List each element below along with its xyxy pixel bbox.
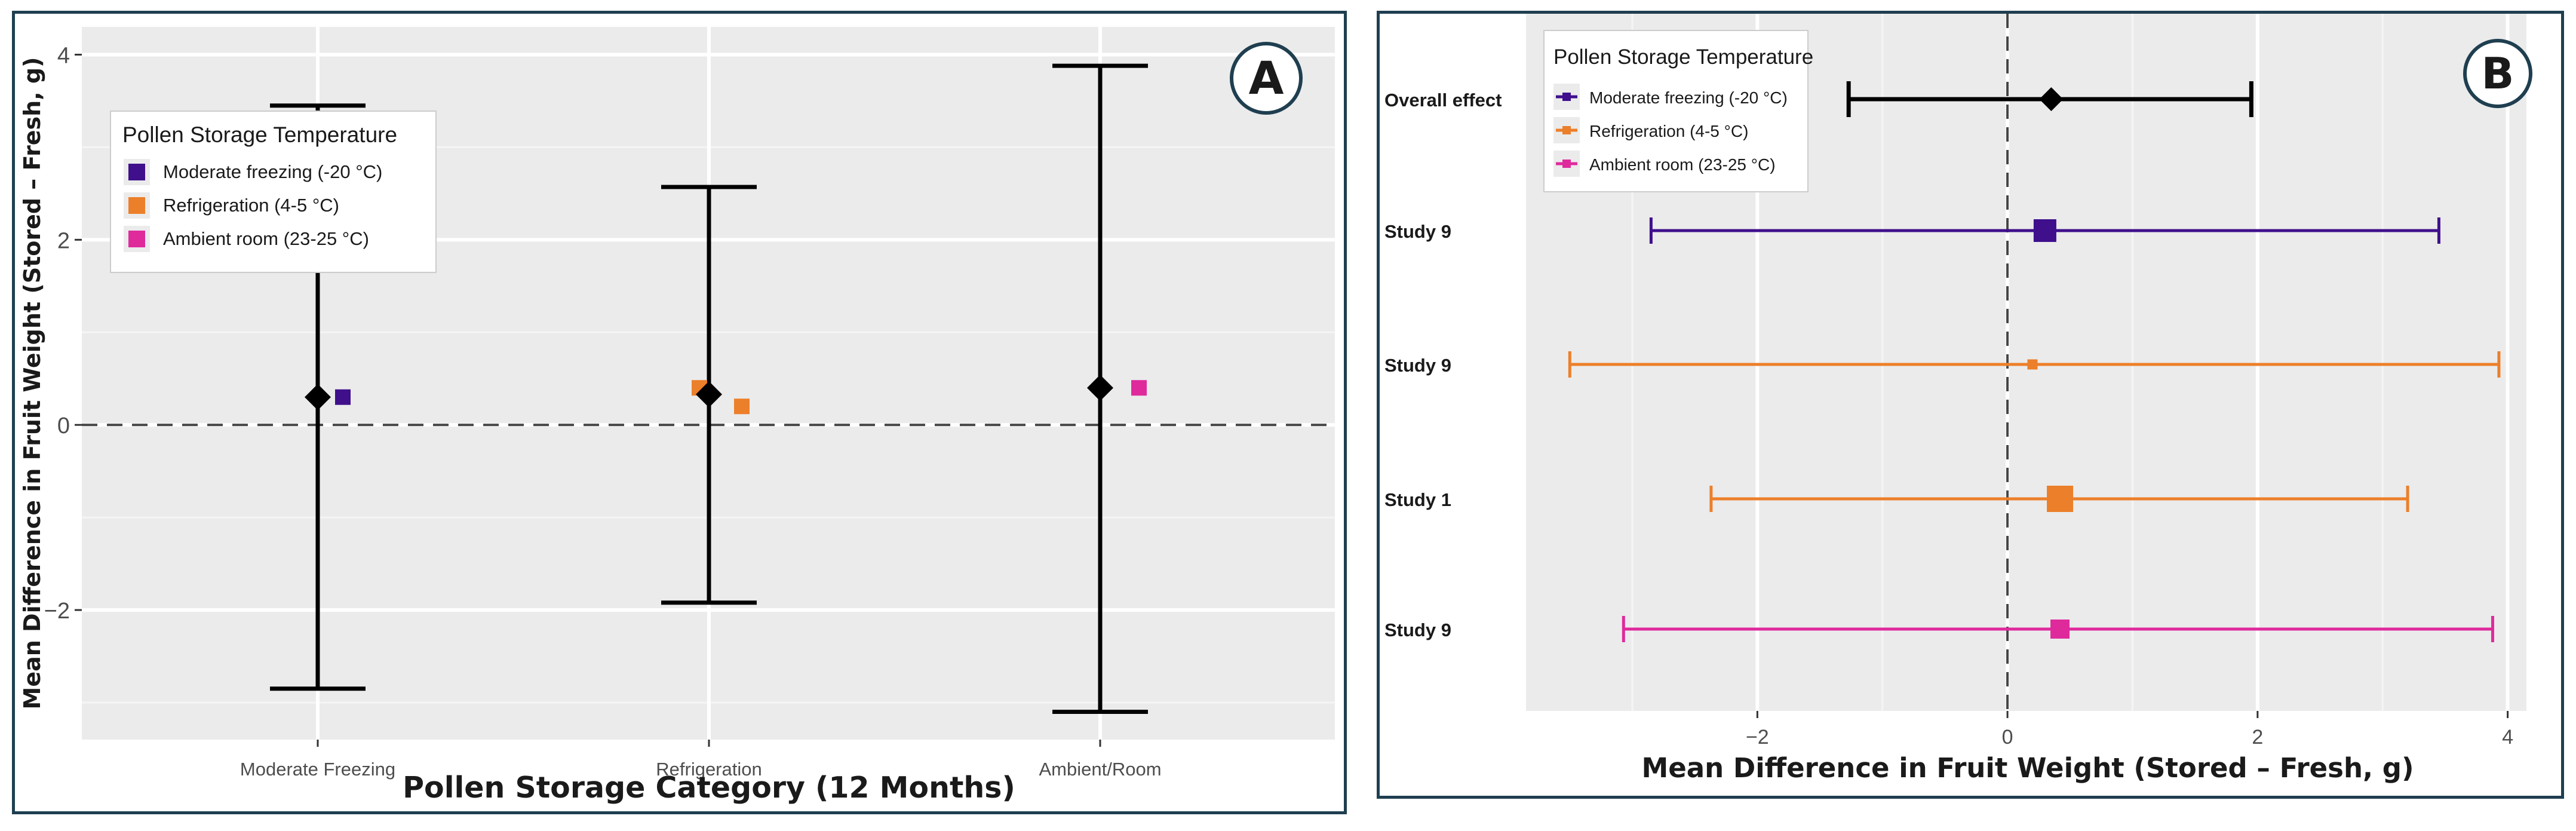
legend-entry-label: Ambient room (23-25 °C)	[1589, 155, 1776, 174]
panel-label: B	[2482, 48, 2514, 99]
panel-badge	[1230, 42, 1303, 115]
x-tick-label: Ambient/Room	[1039, 759, 1161, 780]
pooled-estimate-diamond	[696, 381, 722, 408]
x-axis-title: Mean Difference in Fruit Weight (Stored …	[1641, 752, 2414, 784]
legend-entry-label: Moderate freezing (-20 °C)	[1589, 88, 1788, 107]
x-tick-label: 2	[2252, 726, 2263, 749]
y-axis-title: Mean Difference in Fruit Weight (Stored …	[19, 57, 45, 710]
y-tick-label: 0	[57, 413, 70, 439]
legend-swatch	[1562, 160, 1571, 168]
legend-entry-label: Refrigeration (4-5 °C)	[163, 195, 339, 216]
pooled-estimate-diamond	[1087, 375, 1113, 401]
study-estimate-square	[2050, 620, 2070, 639]
legend-box	[1543, 30, 1809, 192]
row-label: Study 1	[1384, 489, 1451, 510]
x-tick-label: Moderate Freezing	[240, 759, 395, 780]
y-tick-label: 4	[57, 43, 70, 68]
legend-swatch	[1562, 126, 1571, 134]
study-point	[335, 389, 351, 405]
x-tick-label: 0	[2002, 726, 2013, 749]
panel-label: A	[1249, 51, 1284, 105]
legend-swatch	[128, 231, 145, 247]
row-label: Study 9	[1384, 620, 1451, 640]
legend-box	[110, 111, 437, 273]
study-point	[1131, 380, 1147, 396]
legend-title: Pollen Storage Temperature	[122, 122, 397, 147]
y-tick-label: −2	[44, 599, 70, 624]
legend-entry-label: Refrigeration (4-5 °C)	[1589, 122, 1748, 140]
row-label: Overall effect	[1384, 90, 1502, 111]
legend-swatch	[128, 197, 145, 214]
x-tick-label: −2	[1746, 726, 1769, 749]
y-tick-label: 2	[57, 228, 70, 253]
legend-entry-label: Ambient room (23-25 °C)	[163, 228, 369, 249]
legend-title: Pollen Storage Temperature	[1553, 45, 1813, 69]
study-estimate-square	[2047, 486, 2074, 512]
legend-swatch	[128, 164, 145, 180]
study-point	[734, 398, 750, 415]
study-estimate-square	[2033, 219, 2056, 242]
panel-badge	[2463, 39, 2532, 108]
row-label: Study 9	[1384, 355, 1451, 376]
pooled-estimate-diamond	[305, 384, 331, 410]
legend-swatch	[1562, 93, 1571, 101]
x-axis-title: Pollen Storage Category (12 Months)	[403, 771, 1015, 805]
overall-effect-diamond	[2039, 87, 2064, 111]
x-tick-label: Refrigeration	[656, 759, 762, 780]
legend-entry-label: Moderate freezing (-20 °C)	[163, 161, 382, 182]
study-estimate-square	[2027, 359, 2038, 370]
row-label: Study 9	[1384, 221, 1451, 242]
x-tick-label: 4	[2502, 726, 2513, 749]
